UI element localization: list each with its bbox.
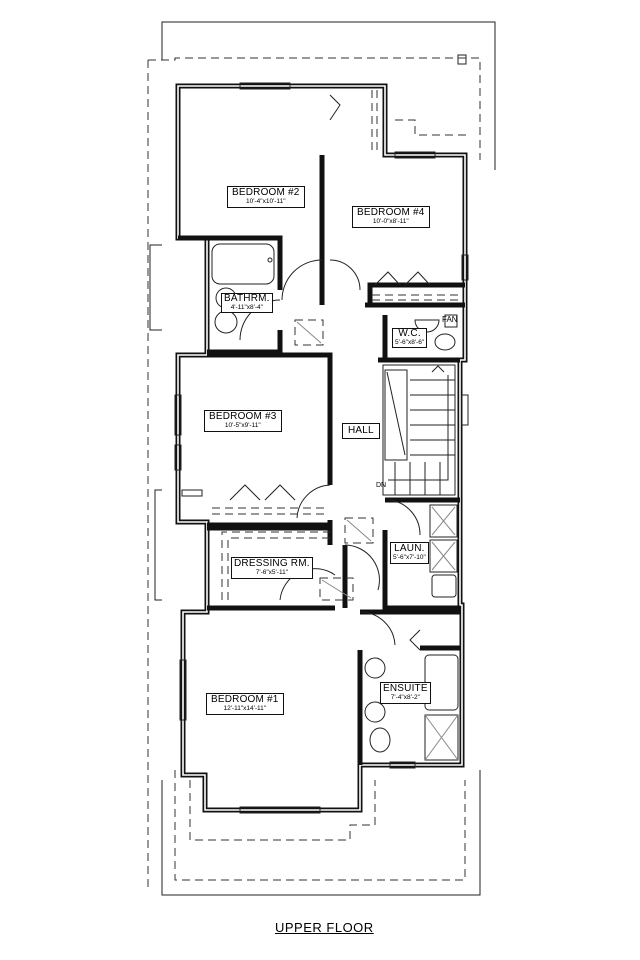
room-label-bedroom-3: BEDROOM #3 10'-5"x9'-11" xyxy=(204,410,282,432)
room-label-hall: HALL xyxy=(342,423,380,439)
room-name: BATHRM. xyxy=(224,293,270,304)
room-dims: 5'-6"x7'-10" xyxy=(393,554,426,561)
plumbing-fixtures xyxy=(211,243,459,761)
room-dims: 10'-0"x8'-11" xyxy=(372,218,409,225)
room-name: BEDROOM #2 xyxy=(232,187,300,198)
room-name: DRESSING RM. xyxy=(234,558,310,569)
room-dims: 7'-4"x8'-2" xyxy=(390,694,420,701)
room-label-bedroom-1: BEDROOM #1 12'-11"x14'-11" xyxy=(206,693,284,715)
room-label-wc: W.C. 5'-6"x8'-6" xyxy=(392,328,428,348)
room-dims: 10'-5"x9'-11" xyxy=(224,422,261,429)
room-dims: 10'-4"x10'-11" xyxy=(246,198,286,205)
room-dims: 12'-11"x14'-11" xyxy=(223,705,267,712)
room-label-bedroom-2: BEDROOM #2 10'-4"x10'-11" xyxy=(227,186,305,208)
room-label-dressing-room: DRESSING RM. 7'-6"x5'-11" xyxy=(231,557,313,579)
room-name: ENSUITE xyxy=(383,683,428,694)
room-name: BEDROOM #1 xyxy=(211,694,279,705)
stair-down-label: DN xyxy=(376,482,387,489)
room-name: BEDROOM #4 xyxy=(357,207,425,218)
room-dims: 7'-6"x5'-11" xyxy=(255,569,289,576)
room-label-bedroom-4: BEDROOM #4 10'-0"x8'-11" xyxy=(352,206,430,228)
room-name: W.C. xyxy=(398,328,421,339)
room-name: HALL xyxy=(348,425,374,436)
closet-and-hatches xyxy=(212,90,460,601)
door-swings xyxy=(229,94,431,651)
room-label-laundry: LAUN. 5'-6"x7'-10" xyxy=(390,542,429,564)
plan-title: UPPER FLOOR xyxy=(275,920,374,935)
room-name: LAUN. xyxy=(394,543,425,554)
fan-label: FAN xyxy=(442,315,458,324)
interior-walls xyxy=(178,155,465,765)
room-label-bathroom: BATHRM. 4'-11"x8'-4" xyxy=(221,293,273,313)
room-dims: 5'-6"x8'-6" xyxy=(395,339,425,346)
staircase xyxy=(382,364,456,496)
windows xyxy=(174,82,469,814)
room-dims: 4'-11"x8'-4" xyxy=(230,304,263,311)
exterior-walls xyxy=(175,83,468,813)
room-name: BEDROOM #3 xyxy=(209,411,277,422)
roof-outline xyxy=(147,21,496,896)
room-label-ensuite: ENSUITE 7'-4"x8'-2" xyxy=(380,682,431,704)
